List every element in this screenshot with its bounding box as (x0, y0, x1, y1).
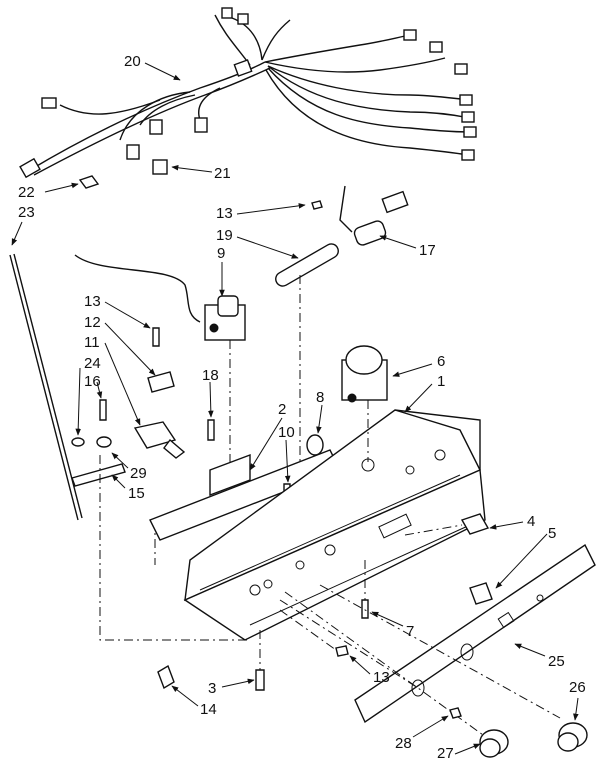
screw-3 (255, 669, 265, 691)
screw-18 (207, 419, 215, 441)
callout-11: 11 (84, 334, 100, 351)
knob-27 (479, 729, 509, 758)
knob-26 (557, 722, 588, 752)
callout-8: 8 (316, 389, 324, 406)
callout-25: 25 (548, 653, 565, 670)
callout-7: 7 (406, 623, 414, 640)
callout-13-bottom: 13 (373, 669, 390, 686)
callout-13-top: 13 (216, 205, 233, 222)
callout-23: 23 (18, 204, 35, 221)
callout-12: 12 (84, 314, 101, 331)
callout-3: 3 (208, 680, 216, 697)
callout-24: 24 (84, 355, 101, 372)
callout-9: 9 (217, 245, 225, 262)
callout-22: 22 (18, 184, 35, 201)
callout-17: 17 (419, 242, 436, 259)
callout-2: 2 (278, 401, 286, 418)
callout-6: 6 (437, 353, 445, 370)
callout-29: 29 (130, 465, 147, 482)
callout-18: 18 (202, 367, 219, 384)
light-switch-5 (469, 582, 493, 605)
screw-13-lower (335, 645, 349, 657)
switch-11 (133, 421, 186, 459)
screw-7 (361, 599, 369, 619)
clip-21 (152, 159, 168, 175)
lever-15 (71, 463, 126, 487)
control-panel-25 (354, 543, 596, 724)
callout-20: 20 (124, 53, 141, 70)
callout-14: 14 (200, 701, 217, 718)
screw-13 (152, 327, 160, 347)
clip-14 (157, 664, 175, 690)
leader-wire (339, 185, 353, 233)
callout-13-left: 13 (84, 293, 101, 310)
washer-24 (71, 437, 85, 447)
callout-15: 15 (128, 485, 145, 502)
callout-21: 21 (214, 165, 231, 182)
clip-22 (78, 175, 100, 189)
wire-harness (19, 7, 477, 179)
control-housing-1 (183, 409, 486, 641)
switch-4 (460, 513, 490, 535)
callout-28: 28 (395, 735, 412, 752)
callout-labels: 20 21 22 23 13 19 17 9 13 12 11 24 16 18… (18, 53, 586, 762)
timer-6 (341, 345, 388, 403)
control-9 (204, 295, 246, 341)
heater-19 (275, 243, 339, 287)
bracket-12 (147, 371, 175, 393)
insert-28 (449, 707, 462, 719)
callout-19: 19 (216, 227, 233, 244)
callout-10: 10 (278, 424, 295, 441)
callout-1: 1 (437, 373, 445, 390)
callout-27: 27 (437, 745, 454, 762)
callout-16: 16 (84, 373, 101, 390)
capacitor-17 (353, 220, 387, 246)
callout-4: 4 (527, 513, 535, 530)
callout-26: 26 (569, 679, 586, 696)
capillary-tube (74, 254, 201, 323)
screw-16 (99, 399, 107, 421)
rod-23 (9, 254, 79, 521)
callout-5: 5 (548, 525, 556, 542)
leader-lines (11, 62, 579, 755)
grommet-8 (306, 434, 324, 456)
